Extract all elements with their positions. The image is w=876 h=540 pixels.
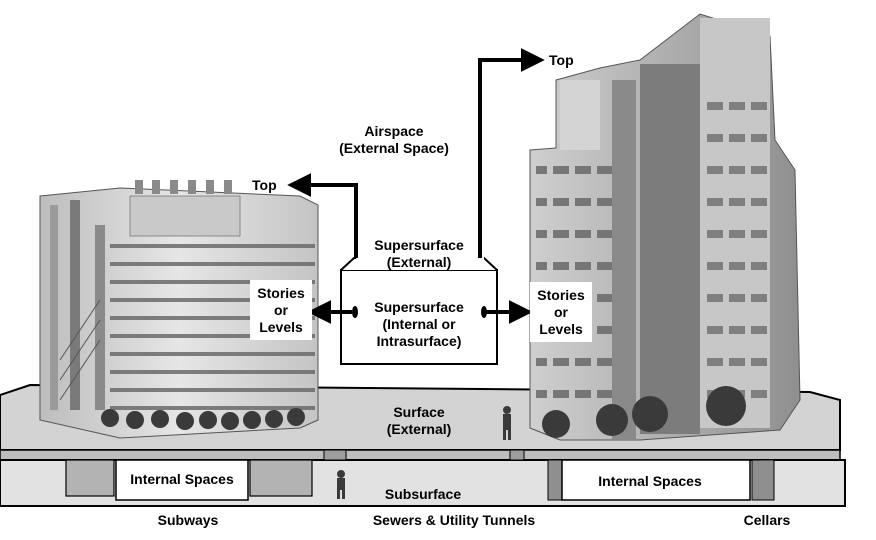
supersurface-internal-line2: (Internal or (382, 316, 456, 332)
subsurface-label: Subsurface (385, 486, 461, 502)
top-left-label: Top (252, 177, 277, 193)
right-building (529, 13, 801, 441)
cellar-wall-right (751, 459, 775, 501)
supersurface-external-line2: (External) (387, 254, 452, 270)
rooftop-stacks (135, 180, 232, 194)
supersurface-internal-box: Supersurface (Internal or Intrasurface) (340, 269, 498, 365)
arrows (287, 48, 545, 324)
sewer-manhole-right (509, 449, 525, 461)
subway-tunnel-right (249, 459, 313, 497)
stories-right-line1: Stories (537, 287, 585, 303)
soldier-figure-surface (503, 406, 511, 440)
internal-spaces-right-label: Internal Spaces (598, 473, 702, 489)
top-right-label: Top (549, 52, 574, 68)
airspace-label-line2: (External Space) (339, 140, 449, 156)
stories-left-line2: or (274, 302, 289, 318)
stories-right-label-bg: Stories or Levels (530, 282, 592, 342)
cellars-label: Cellars (744, 512, 791, 528)
internal-spaces-left-box: Internal Spaces (115, 459, 249, 501)
supersurface-external-roof: Supersurface (External) (340, 228, 498, 271)
surface-label-line2: (External) (387, 421, 452, 437)
stories-left-label-bg: Stories or Levels (250, 280, 312, 340)
supersurface-internal-line3: Intrasurface) (377, 333, 462, 349)
trees (101, 386, 746, 438)
internal-spaces-right-box: Internal Spaces (561, 459, 751, 501)
sewer-manhole-left (323, 449, 347, 461)
subways-label: Subways (158, 512, 219, 528)
stories-right-line2: or (554, 304, 569, 320)
subway-tunnel (65, 459, 115, 497)
stories-right-line3: Levels (539, 321, 583, 337)
cellar-wall-left (547, 459, 563, 501)
arrow-origin-left (352, 306, 358, 318)
arrow-origin-right (481, 306, 487, 318)
soldier-figure-subsurface (337, 470, 345, 499)
internal-spaces-left-label: Internal Spaces (130, 471, 234, 487)
sewers-label: Sewers & Utility Tunnels (373, 512, 536, 528)
supersurface-internal-line1: Supersurface (374, 299, 464, 315)
surface-label-line1: Surface (393, 404, 445, 420)
arrow-top-right (478, 48, 545, 258)
supersurface-external-line1: Supersurface (374, 237, 464, 253)
arrow-top-left (287, 173, 358, 258)
airspace-label-line1: Airspace (364, 123, 423, 139)
stories-left-line3: Levels (259, 319, 303, 335)
stories-left-line1: Stories (257, 285, 305, 301)
